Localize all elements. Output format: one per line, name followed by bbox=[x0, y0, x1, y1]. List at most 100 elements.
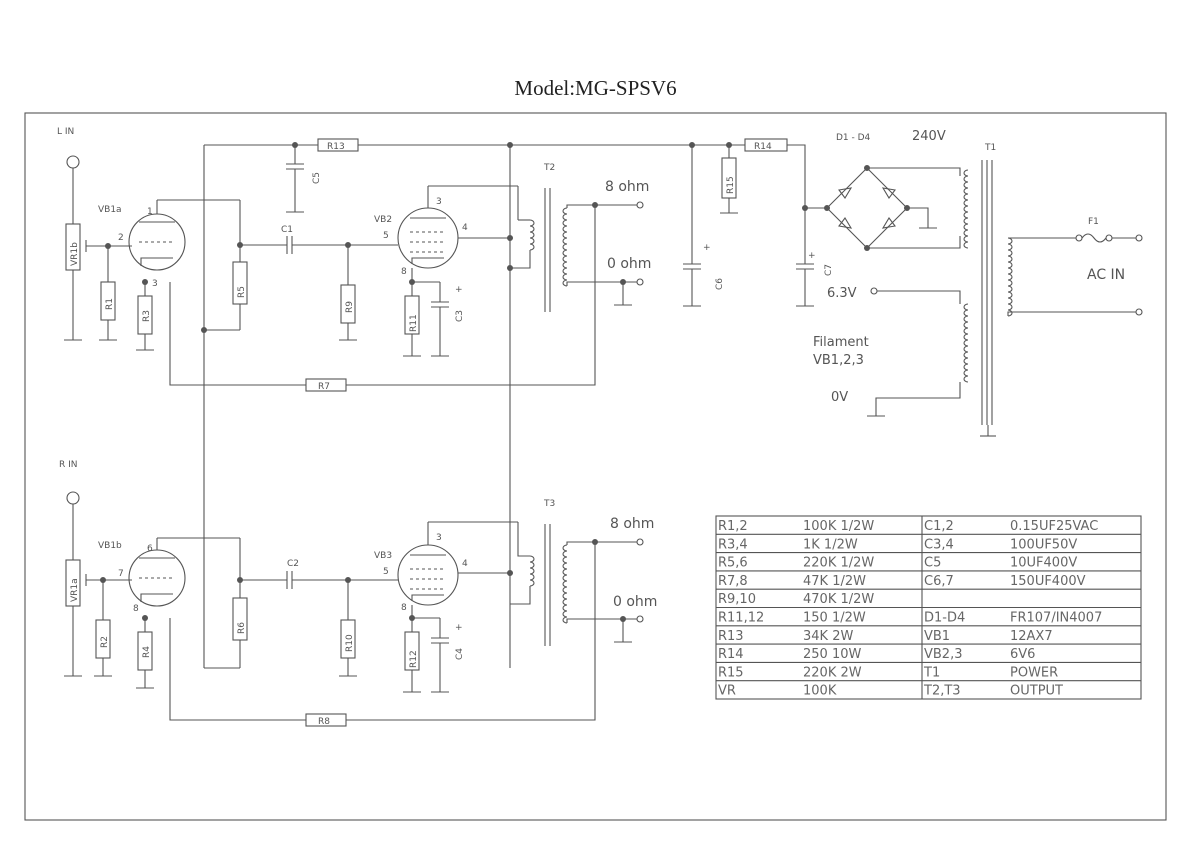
r12-label: R12 bbox=[409, 650, 419, 668]
svg-text:1: 1 bbox=[147, 207, 153, 217]
parts-table-cell: T1 bbox=[923, 665, 940, 680]
svg-text:+: + bbox=[455, 623, 463, 633]
parts-table-cell: C1,2 bbox=[924, 519, 954, 534]
right-0ohm-label: 0 ohm bbox=[613, 594, 657, 610]
parts-table-cell: 47K 1/2W bbox=[803, 574, 866, 589]
parts-table-cell: 150UF400V bbox=[1010, 574, 1086, 589]
right-input-label: R IN bbox=[59, 460, 78, 470]
parts-table-cell: D1-D4 bbox=[924, 611, 965, 626]
r13-label: R13 bbox=[327, 142, 345, 152]
r4-label: R4 bbox=[142, 646, 152, 658]
v240-label: 240V bbox=[912, 129, 946, 144]
parts-table-cell: 10UF400V bbox=[1010, 556, 1077, 571]
r5-label: R5 bbox=[237, 286, 247, 298]
parts-table-cell: T2,T3 bbox=[923, 684, 961, 699]
r1-label: R1 bbox=[105, 298, 115, 310]
right-channel: R IN VR1a R2 VB1b 6 7 8 R6 R4 bbox=[59, 460, 657, 727]
r6-label: R6 bbox=[237, 622, 247, 634]
r9-label: R9 bbox=[345, 301, 355, 313]
parts-table-cell: VB2,3 bbox=[924, 647, 963, 662]
parts-table-cell: R15 bbox=[718, 665, 744, 680]
filament-tubes-label: VB1,2,3 bbox=[813, 353, 864, 368]
fuse-f1 bbox=[1081, 233, 1107, 243]
parts-table-cell: R1,2 bbox=[718, 519, 748, 534]
left-0ohm-label: 0 ohm bbox=[607, 256, 651, 272]
parts-table-cell: VR bbox=[718, 684, 736, 699]
parts-table-cell: 100K 1/2W bbox=[803, 519, 874, 534]
r11-label: R11 bbox=[409, 314, 419, 332]
right-8ohm-label: 8 ohm bbox=[610, 516, 654, 532]
r8-label: R8 bbox=[318, 717, 330, 727]
parts-table-cell: 0.15UF25VAC bbox=[1010, 519, 1098, 534]
svg-text:6: 6 bbox=[147, 544, 153, 554]
svg-text:7: 7 bbox=[118, 569, 124, 579]
r3-label: R3 bbox=[142, 310, 152, 322]
parts-table-cell: 150 1/2W bbox=[803, 611, 866, 626]
t3-label: T3 bbox=[543, 499, 555, 509]
vb2-tube bbox=[397, 207, 459, 269]
parts-table-cell: 470K 1/2W bbox=[803, 592, 874, 607]
parts-table-cell: R9,10 bbox=[718, 592, 756, 607]
c5-label: C5 bbox=[312, 172, 322, 184]
r10-label: R10 bbox=[345, 634, 355, 652]
sheet-border bbox=[24, 112, 1167, 821]
c2-label: C2 bbox=[287, 559, 299, 569]
v63-label: 6.3V bbox=[827, 286, 857, 301]
r15-label: R15 bbox=[726, 176, 736, 194]
vb3-tube bbox=[397, 544, 459, 606]
ac-in-label: AC IN bbox=[1087, 267, 1125, 283]
parts-table-cell: 220K 1/2W bbox=[803, 556, 874, 571]
parts-table-cell: FR107/IN4007 bbox=[1010, 611, 1102, 626]
vb3-label: VB3 bbox=[374, 551, 392, 561]
c4-label: C4 bbox=[455, 648, 465, 660]
c1-label: C1 bbox=[281, 225, 293, 235]
left-8ohm-label: 8 ohm bbox=[605, 179, 649, 195]
left-input-jack bbox=[66, 155, 80, 169]
svg-text:5: 5 bbox=[383, 231, 389, 241]
vr1a-label: VR1a bbox=[70, 578, 80, 602]
svg-text:2: 2 bbox=[118, 233, 124, 243]
svg-text:3: 3 bbox=[152, 279, 158, 289]
svg-text:+: + bbox=[455, 285, 463, 295]
diodes-label: D1 - D4 bbox=[836, 133, 871, 143]
r7-label: R7 bbox=[318, 382, 330, 392]
c3-label: C3 bbox=[455, 310, 465, 322]
filament-label: Filament bbox=[813, 335, 869, 350]
svg-text:3: 3 bbox=[436, 197, 442, 207]
parts-table-cell: 250 10W bbox=[803, 647, 861, 662]
left-channel: L IN VR1b R1 VB1a 1 2 3 R5 R3 bbox=[57, 127, 745, 668]
parts-table-cell: VB1 bbox=[924, 629, 950, 644]
r2-label: R2 bbox=[100, 636, 110, 648]
parts-table-cell: 12AX7 bbox=[1010, 629, 1053, 644]
f1-label: F1 bbox=[1088, 217, 1099, 227]
svg-text:3: 3 bbox=[436, 533, 442, 543]
c6-label: C6 bbox=[715, 278, 725, 290]
t1-label: T1 bbox=[984, 143, 996, 153]
parts-table-cell: R7,8 bbox=[718, 574, 748, 589]
parts-table-cell: 100UF50V bbox=[1010, 537, 1077, 552]
svg-text:4: 4 bbox=[462, 559, 468, 569]
parts-table-cell: POWER bbox=[1010, 665, 1058, 680]
left-input-label: L IN bbox=[57, 127, 74, 137]
parts-table-cell: 1K 1/2W bbox=[803, 537, 858, 552]
svg-text:4: 4 bbox=[462, 223, 468, 233]
parts-table-cell: R11,12 bbox=[718, 611, 764, 626]
v0-label: 0V bbox=[831, 390, 848, 405]
parts-table-cell: 34K 2W bbox=[803, 629, 853, 644]
parts-table-cell: R14 bbox=[718, 647, 744, 662]
parts-table-cell: R3,4 bbox=[718, 537, 748, 552]
right-input-jack bbox=[66, 491, 80, 505]
svg-text:+: + bbox=[808, 251, 816, 261]
power-supply: + C6 R15 R14 + C7 D1 - D4 240V bbox=[682, 129, 1143, 437]
parts-table-cell: 100K bbox=[803, 684, 837, 699]
parts-table-cell: OUTPUT bbox=[1010, 684, 1063, 699]
parts-table-cell: C5 bbox=[924, 556, 941, 571]
r14-label: R14 bbox=[754, 142, 772, 152]
svg-text:8: 8 bbox=[401, 603, 407, 613]
vb2-label: VB2 bbox=[374, 215, 392, 225]
svg-text:8: 8 bbox=[401, 267, 407, 277]
schematic-title: Model:MG-SPSV6 bbox=[514, 76, 677, 100]
svg-text:8: 8 bbox=[133, 604, 139, 614]
parts-table-cell: 220K 2W bbox=[803, 665, 862, 680]
